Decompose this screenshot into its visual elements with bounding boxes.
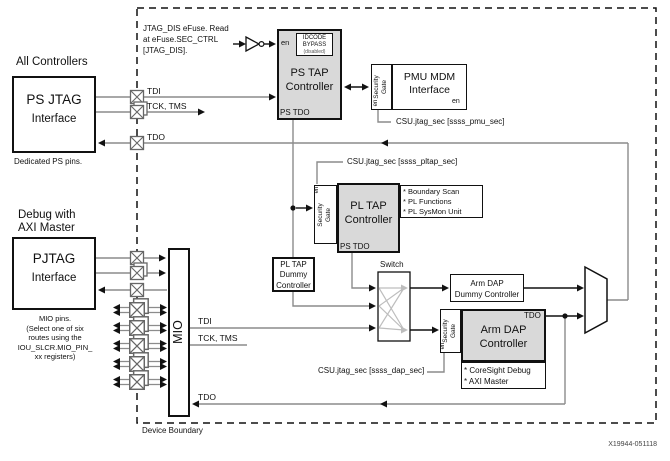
mio-pin-icon (113, 353, 167, 371)
tck-tms-label-top: TCK, TMS (147, 101, 187, 111)
pjtag-subtitle: Interface (31, 272, 77, 284)
device-boundary-label: Device Boundary (142, 426, 203, 435)
device-boundary-outline (136, 7, 657, 424)
arm-dap-security-gate (440, 309, 461, 353)
mio-pin-icon (113, 317, 167, 335)
mio-block (168, 248, 190, 417)
pjtag-heading-1: Debug with (18, 209, 76, 221)
switch-label: Switch (380, 260, 404, 269)
pjtag-caption: MIO pins.(Select one of six routes using… (17, 314, 93, 361)
pmu-security-gate (371, 64, 392, 110)
figure-id: X19944-051118 (608, 441, 657, 448)
switch-crossbar-icon (377, 271, 411, 342)
pmu-gate-en-label: en (373, 99, 379, 107)
pl-tap-controller-block (337, 183, 400, 253)
csu-jtag-sec-pltap-label: CSU.jtag_sec [ssss_pltap_sec] (347, 157, 458, 166)
pl-tap-notes-block (400, 185, 483, 218)
arm-dap-notes: * CoreSight Debug* AXI Master (464, 365, 531, 386)
junction-dot (562, 313, 568, 319)
arm-dap-gate-en-label: en (440, 342, 446, 350)
pjtag-heading-2: AXI Master (18, 222, 75, 234)
pjtag-interface-block (12, 237, 96, 310)
pl-tap-dummy-controller-block (272, 257, 315, 292)
mux-icon (584, 265, 608, 335)
arrowheads (98, 40, 584, 408)
mio-pin-icon (113, 299, 167, 317)
mio-pin-icon (113, 371, 167, 389)
pmu-en-label: en (452, 98, 460, 105)
jtag-pin-icon (129, 282, 145, 298)
ps-tap-en-label: en (281, 38, 290, 47)
arm-dap-notes-block (461, 362, 546, 389)
all-controllers-heading: All Controllers (16, 56, 88, 68)
ps-jtag-interface-block (12, 76, 96, 153)
junction-dot (290, 205, 296, 211)
tdo-label-mio: TDO (198, 392, 216, 402)
signal-lines (96, 96, 629, 405)
pjtag-title: PJTAG (32, 251, 76, 266)
arm-dap-dummy-controller-block (450, 274, 524, 302)
csu-jtag-sec-pmu-label: CSU.jtag_sec [ssss_pmu_sec] (396, 117, 505, 126)
tdi-label-top: TDI (147, 86, 161, 96)
csu-jtag-sec-dap-label: CSU.jtag_sec [ssss_dap_sec] (318, 366, 425, 375)
mio-pin-icon (113, 335, 167, 353)
ps-jtag-title: PS JTAG (26, 92, 82, 107)
pl-tap-tdo-label: PS TDO (340, 242, 370, 251)
idcode-bypass-block (296, 33, 333, 56)
pl-tap-gate-en-label: en (314, 186, 320, 194)
ps-jtag-caption: Dedicated PS pins. (14, 157, 83, 166)
tdo-label-top: TDO (147, 132, 165, 142)
arm-dap-controller-block (461, 309, 546, 362)
ps-tap-tdo-label: PS TDO (280, 108, 310, 117)
jtag-pin-icon (129, 135, 145, 151)
tck-tms-label-mio: TCK, TMS (198, 333, 238, 343)
pl-tap-notes: * Boundary Scan* PL Functions* PL SysMon… (403, 187, 462, 216)
inverter-icon (245, 35, 265, 53)
jtag-pin-icon (129, 262, 148, 281)
pmu-mdm-interface-block (392, 64, 467, 110)
arm-dap-tdo-label: TDO (524, 311, 541, 320)
pl-tap-security-gate (314, 185, 337, 244)
mio-label: MIO (171, 320, 185, 344)
jtag-pin-icon (129, 101, 148, 120)
jtag-dis-efuse-note: JTAG_DIS eFuse. Read at eFuse.SEC_CTRL [… (143, 24, 229, 55)
tdi-label-mio: TDI (198, 316, 212, 326)
ps-jtag-subtitle: Interface (31, 113, 77, 125)
